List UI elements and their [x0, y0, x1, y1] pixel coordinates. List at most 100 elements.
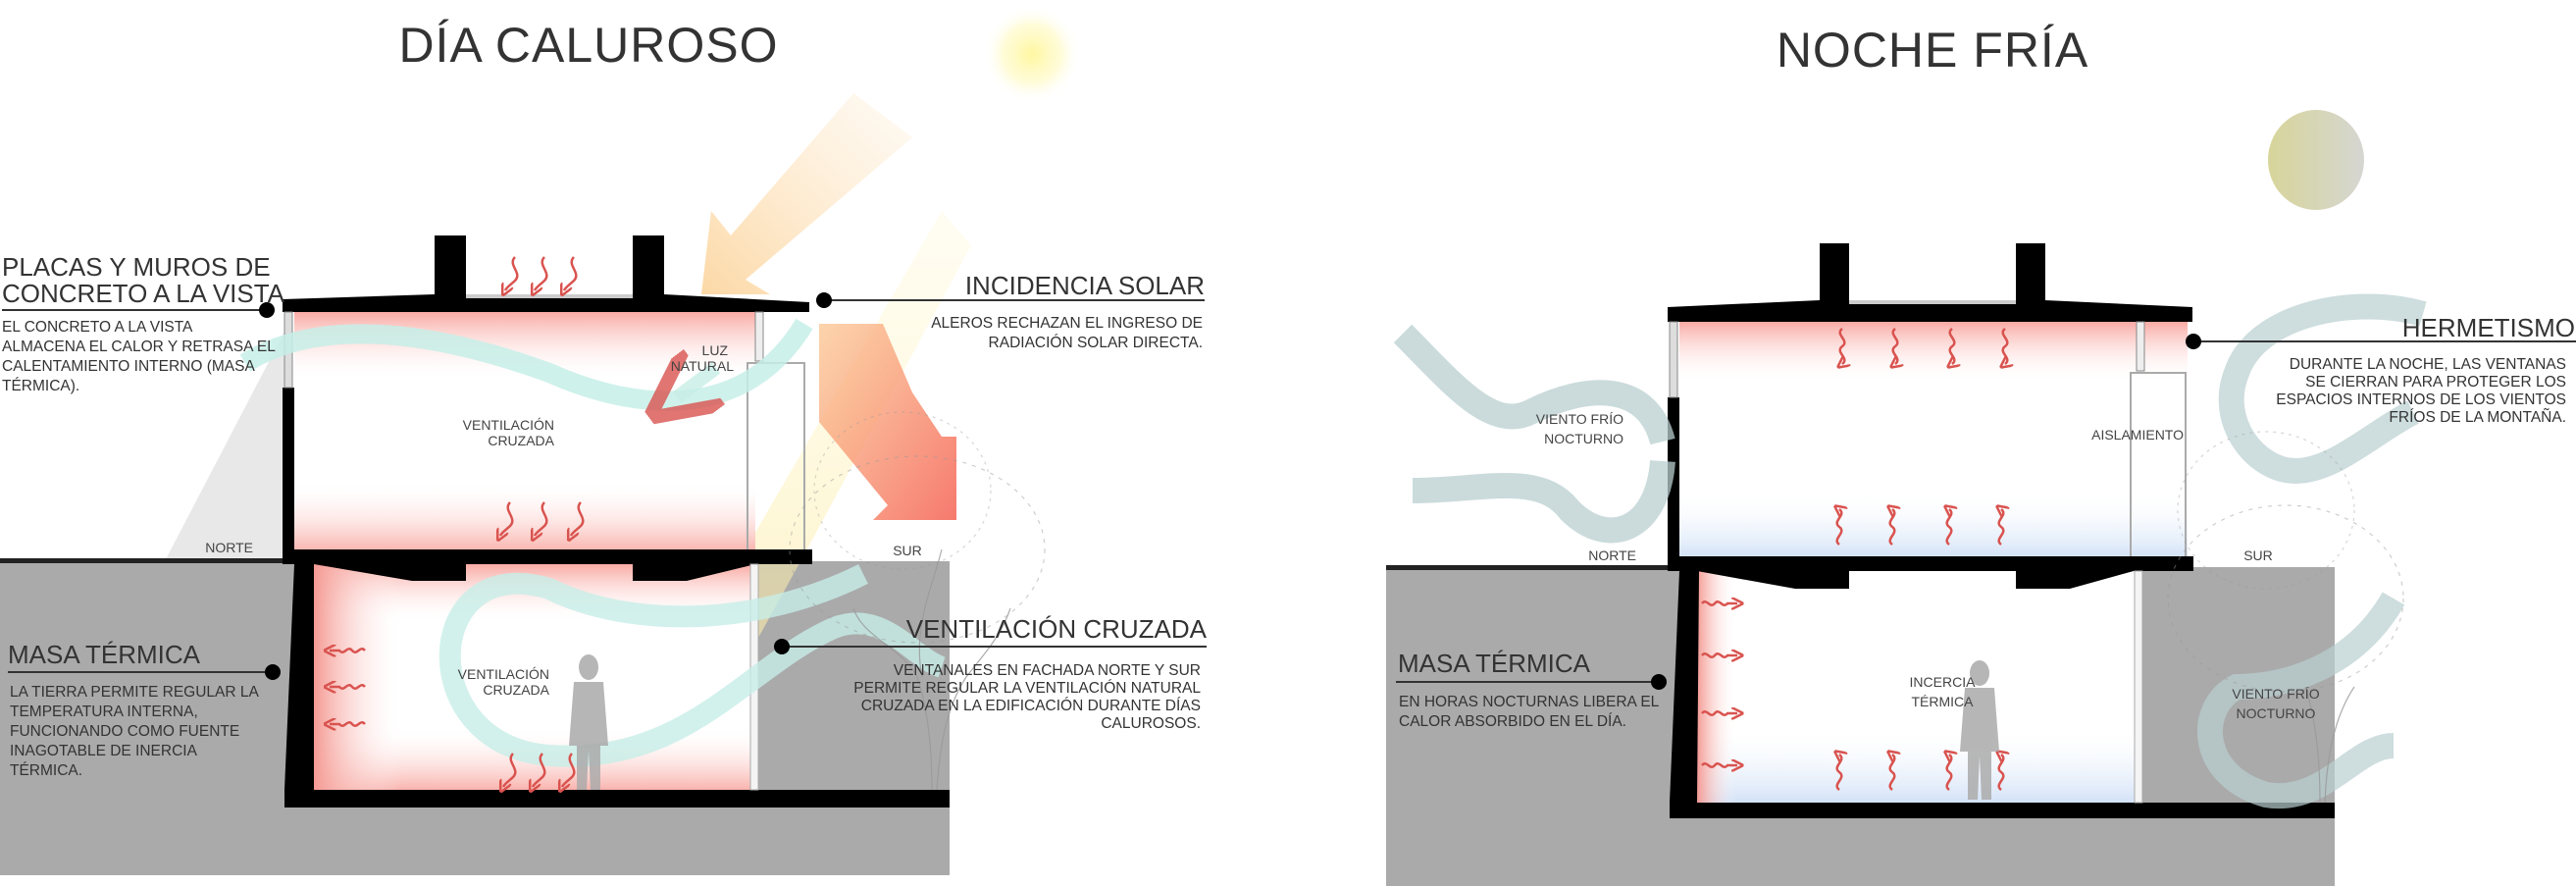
- north-window-upper[interactable]: [1669, 321, 1678, 398]
- upper-cool-floor: [1679, 491, 2188, 557]
- callout-vent-body-0: VENTANALES EN FACHADA NORTE Y SUR: [894, 662, 1201, 679]
- north-shade-wedge: [165, 332, 284, 561]
- callout-hermetic-body-1: SE CIERRAN PARA PROTEGER LOS: [2305, 374, 2566, 391]
- callout-vent-body-1: PERMITE REGULAR LA VENTILACIÓN NATURAL: [853, 680, 1201, 697]
- callout-mass-night-body-0: EN HORAS NOCTURNAS LIBERA EL: [1399, 694, 1660, 710]
- callout-solar-heading: INCIDENCIA SOLAR: [965, 271, 1205, 300]
- callout-mass-day-body-0: LA TIERRA PERMITE REGULAR LA: [10, 684, 259, 701]
- sun-icon: [983, 5, 1081, 103]
- label-natural: NATURAL: [671, 358, 735, 374]
- callout-vent-body-2: CRUZADA EN LA EDIFICACIÓN DURANTE DÍAS: [861, 698, 1201, 714]
- callout-vent-heading: VENTILACIÓN CRUZADA: [906, 614, 1208, 644]
- label-sur: SUR: [893, 543, 922, 558]
- retaining-wall: [1670, 571, 1699, 803]
- day-title: DÍA CALUROSO: [398, 18, 778, 73]
- label-sur: SUR: [2243, 547, 2273, 563]
- callout-hermetic-body-2: ESPACIOS INTERNOS DE LOS VIENTOS: [2276, 391, 2566, 408]
- callout-cross-vent: VENTILACIÓN CRUZADA VENTANALES EN FACHAD…: [774, 614, 1208, 732]
- callout-hermetic-heading: HERMETISMO: [2402, 313, 2575, 342]
- callout-mass-day-body-1: TEMPERATURA INTERNA,: [10, 704, 198, 720]
- callout-concrete: PLACAS Y MUROS DE CONCRETO A LA VISTA EL…: [2, 252, 285, 394]
- label-viento-frio-right-2: NOCTURNO: [2237, 705, 2316, 721]
- south-window-upper[interactable]: [754, 311, 764, 362]
- moon-icon: [2268, 110, 2364, 210]
- heat-arrows-upper-floor: [1837, 509, 2004, 546]
- cold-wind-south-lower: [2197, 592, 2405, 809]
- mid-beam-right: [2016, 571, 2134, 589]
- heat-arrows-upper-floor: [500, 501, 585, 536]
- tree-icon: [2167, 431, 2404, 804]
- clerestory-glass: [466, 294, 633, 298]
- label-vent-upper-1: VENTILACIÓN: [463, 417, 554, 433]
- north-wall-upper: [283, 388, 294, 552]
- callout-vent-body-3: CALUROSOS.: [1101, 715, 1201, 732]
- label-aislamiento: AISLAMIENTO: [2091, 427, 2184, 443]
- callout-mass-day-heading: MASA TÉRMICA: [8, 640, 201, 669]
- upper-heat-ceiling: [1679, 322, 2188, 383]
- lower-cool-floor: [1697, 726, 2138, 803]
- clerestory-glass: [1849, 300, 2016, 304]
- night-title: NOCHE FRÍA: [1777, 23, 2088, 78]
- cold-wind-north-out: [1412, 459, 1675, 544]
- retaining-wall: [284, 564, 314, 790]
- sun-ray-arrow: [701, 93, 912, 294]
- cross-wind-lower: [438, 564, 947, 767]
- label-vent-lower-2: CRUZADA: [483, 682, 549, 698]
- callout-mass-day-body-3: INAGOTABLE DE INERCIA: [10, 743, 198, 759]
- mid-beam-right: [633, 564, 755, 581]
- label-viento-frio-right-1: VIENTO FRÍO: [2232, 686, 2319, 702]
- callout-hermetic-body-0: DURANTE LA NOCHE, LAS VENTANAS: [2290, 356, 2566, 373]
- callout-dot: [2186, 334, 2201, 349]
- callout-dot: [265, 664, 281, 680]
- cold-wind-north-in: [1393, 324, 1675, 445]
- upper-heat-floor: [294, 481, 755, 551]
- person-silhouette-icon: [1960, 660, 1999, 800]
- direct-radiation-arrow: [819, 324, 956, 520]
- label-norte: NORTE: [1588, 547, 1636, 563]
- callout-dot: [816, 292, 832, 308]
- label-vent-upper-2: CRUZADA: [488, 433, 554, 448]
- heat-arrows-ceiling: [1840, 328, 2008, 364]
- label-inercia-1: INCERCIA: [1910, 674, 1977, 690]
- callout-mass-day-body-2: FUNCIONANDO COMO FUENTE: [10, 723, 239, 740]
- callout-dot: [774, 639, 790, 654]
- label-norte: NORTE: [205, 540, 253, 555]
- label-luz: LUZ: [702, 342, 729, 358]
- heat-arrows-roof: [505, 256, 578, 290]
- callout-concrete-body-0: EL CONCRETO A LA VISTA: [2, 319, 193, 336]
- person-silhouette-icon: [569, 654, 608, 790]
- mid-slab: [283, 549, 812, 564]
- south-window-lower[interactable]: [2134, 570, 2143, 804]
- tree-icon: [789, 411, 1046, 791]
- base-slab: [1670, 803, 2335, 818]
- south-window-upper[interactable]: [2136, 321, 2145, 372]
- day-panel: DÍA CALUROSO: [0, 5, 1208, 875]
- callout-concrete-heading-2: CONCRETO A LA VISTA: [2, 279, 285, 308]
- heat-arrows-wall: [1701, 601, 1737, 766]
- label-viento-frio-left-2: NOCTURNO: [1544, 431, 1623, 446]
- callout-concrete-body-2: CALENTAMIENTO INTERNO (MASA: [2, 358, 255, 375]
- cross-wind-upper-arrow: [677, 368, 716, 397]
- callout-solar-body-0: ALEROS RECHAZAN EL INGRESO DE: [931, 315, 1203, 332]
- lower-heat-wall: [1697, 571, 1736, 803]
- callout-concrete-heading-1: PLACAS Y MUROS DE: [2, 252, 271, 282]
- callout-hermetic-body-3: FRÍOS DE LA MONTAÑA.: [2389, 409, 2566, 426]
- callout-mass-night-body-1: CALOR ABSORBIDO EN EL DÍA.: [1399, 713, 1626, 730]
- heat-arrows-lower-floor: [503, 753, 576, 787]
- callout-solar: INCIDENCIA SOLAR ALEROS RECHAZAN EL INGR…: [816, 271, 1205, 351]
- cross-wind-upper: [239, 318, 813, 411]
- callout-concrete-body-1: ALMACENA EL CALOR Y RETRASA EL: [2, 339, 276, 355]
- callout-hermetic: HERMETISMO DURANTE LA NOCHE, LAS VENTANA…: [2186, 313, 2576, 426]
- callout-thermal-mass-day: MASA TÉRMICA LA TIERRA PERMITE REGULAR L…: [8, 640, 281, 779]
- mid-beam-left: [314, 564, 466, 581]
- roof-slab: [1668, 243, 2192, 322]
- base-slab: [284, 790, 950, 808]
- mid-beam-left: [1697, 571, 1849, 589]
- heat-arrows-wall: [330, 649, 366, 725]
- mid-slab: [1668, 556, 2193, 571]
- callout-thermal-mass-night: MASA TÉRMICA EN HORAS NOCTURNAS LIBERA E…: [1396, 649, 1667, 730]
- callout-dot: [259, 302, 275, 318]
- label-viento-frio-left-1: VIENTO FRÍO: [1536, 411, 1623, 427]
- heat-arrows-lower-floor: [1837, 755, 2004, 791]
